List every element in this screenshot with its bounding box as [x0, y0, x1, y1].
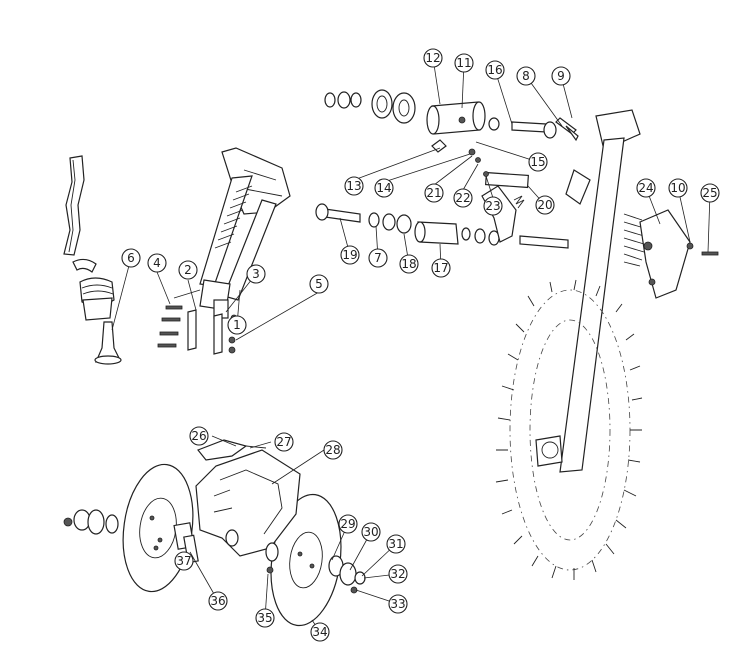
- svg-text:37: 37: [176, 554, 191, 568]
- svg-text:32: 32: [390, 567, 405, 581]
- callout-3: 3: [246, 264, 266, 284]
- callout-28: 28: [323, 440, 343, 460]
- svg-text:21: 21: [426, 186, 441, 200]
- callout-25: 25: [700, 183, 720, 203]
- callout-5: 5: [309, 274, 329, 294]
- callout-35: 35: [255, 608, 275, 628]
- callout-6: 6: [121, 248, 141, 268]
- callout-34: 34: [310, 622, 330, 642]
- svg-text:12: 12: [425, 51, 440, 65]
- callout-22: 22: [453, 188, 473, 208]
- callout-31: 31: [386, 534, 406, 554]
- callout-14: 14: [374, 178, 394, 198]
- callout-17: 17: [431, 258, 451, 278]
- svg-text:23: 23: [485, 199, 500, 213]
- callout-15: 15: [528, 152, 548, 172]
- callout-2: 2: [178, 260, 198, 280]
- svg-text:13: 13: [346, 179, 361, 193]
- svg-text:34: 34: [312, 625, 327, 639]
- callout-7: 7: [368, 248, 388, 268]
- callout-23: 23: [483, 196, 503, 216]
- callout-4: 4: [147, 253, 167, 273]
- callout-27: 27: [274, 432, 294, 452]
- svg-text:2: 2: [184, 263, 192, 277]
- callout-19: 19: [340, 245, 360, 265]
- callout-18: 18: [399, 254, 419, 274]
- callout-8: 8: [516, 66, 536, 86]
- closing-wheel-frame: [559, 109, 719, 473]
- callout-36: 36: [208, 591, 228, 611]
- callout-13: 13: [344, 176, 364, 196]
- svg-text:22: 22: [455, 191, 470, 205]
- seed-tube-assembly: [63, 155, 122, 365]
- svg-text:27: 27: [276, 435, 291, 449]
- callout-20: 20: [535, 195, 555, 215]
- callout-21: 21: [424, 183, 444, 203]
- svg-text:10: 10: [670, 181, 685, 195]
- svg-text:1: 1: [233, 318, 241, 332]
- hub-shaft-assembly: [324, 89, 579, 142]
- callout-10: 10: [668, 178, 688, 198]
- callout-24: 24: [636, 178, 656, 198]
- svg-text:35: 35: [257, 611, 272, 625]
- callout-30: 30: [361, 522, 381, 542]
- svg-text:8: 8: [522, 69, 530, 83]
- spiked-closing-wheel: [495, 279, 643, 580]
- disc-opener-assembly: [63, 439, 366, 627]
- callout-37: 37: [174, 551, 194, 571]
- callout-32: 32: [388, 564, 408, 584]
- svg-text:11: 11: [456, 56, 471, 70]
- svg-text:3: 3: [252, 267, 260, 281]
- svg-text:16: 16: [487, 63, 502, 77]
- svg-text:36: 36: [210, 594, 225, 608]
- svg-text:29: 29: [340, 517, 355, 531]
- callout-29: 29: [338, 514, 358, 534]
- svg-text:18: 18: [401, 257, 416, 271]
- svg-text:4: 4: [153, 256, 161, 270]
- svg-text:6: 6: [127, 251, 135, 265]
- callout-12: 12: [423, 48, 443, 68]
- svg-text:7: 7: [374, 251, 382, 265]
- callout-11: 11: [454, 53, 474, 73]
- svg-text:25: 25: [702, 186, 717, 200]
- svg-text:9: 9: [557, 69, 565, 83]
- svg-text:30: 30: [363, 525, 378, 539]
- callout-26: 26: [189, 426, 209, 446]
- svg-text:17: 17: [433, 261, 448, 275]
- svg-text:20: 20: [537, 198, 552, 212]
- svg-text:28: 28: [325, 443, 340, 457]
- lower-shaft-assembly: [315, 139, 569, 249]
- svg-text:31: 31: [388, 537, 403, 551]
- callout-16: 16: [485, 60, 505, 80]
- svg-text:15: 15: [530, 155, 545, 169]
- mount-plates-bolts: [157, 305, 240, 355]
- callout-9: 9: [551, 66, 571, 86]
- svg-text:19: 19: [342, 248, 357, 262]
- svg-text:5: 5: [315, 277, 323, 291]
- svg-text:14: 14: [376, 181, 391, 195]
- row-unit-arm: [173, 147, 291, 319]
- svg-text:26: 26: [191, 429, 206, 443]
- callout-1: 1: [227, 315, 247, 335]
- svg-text:33: 33: [390, 597, 405, 611]
- svg-text:24: 24: [638, 181, 653, 195]
- callout-33: 33: [388, 594, 408, 614]
